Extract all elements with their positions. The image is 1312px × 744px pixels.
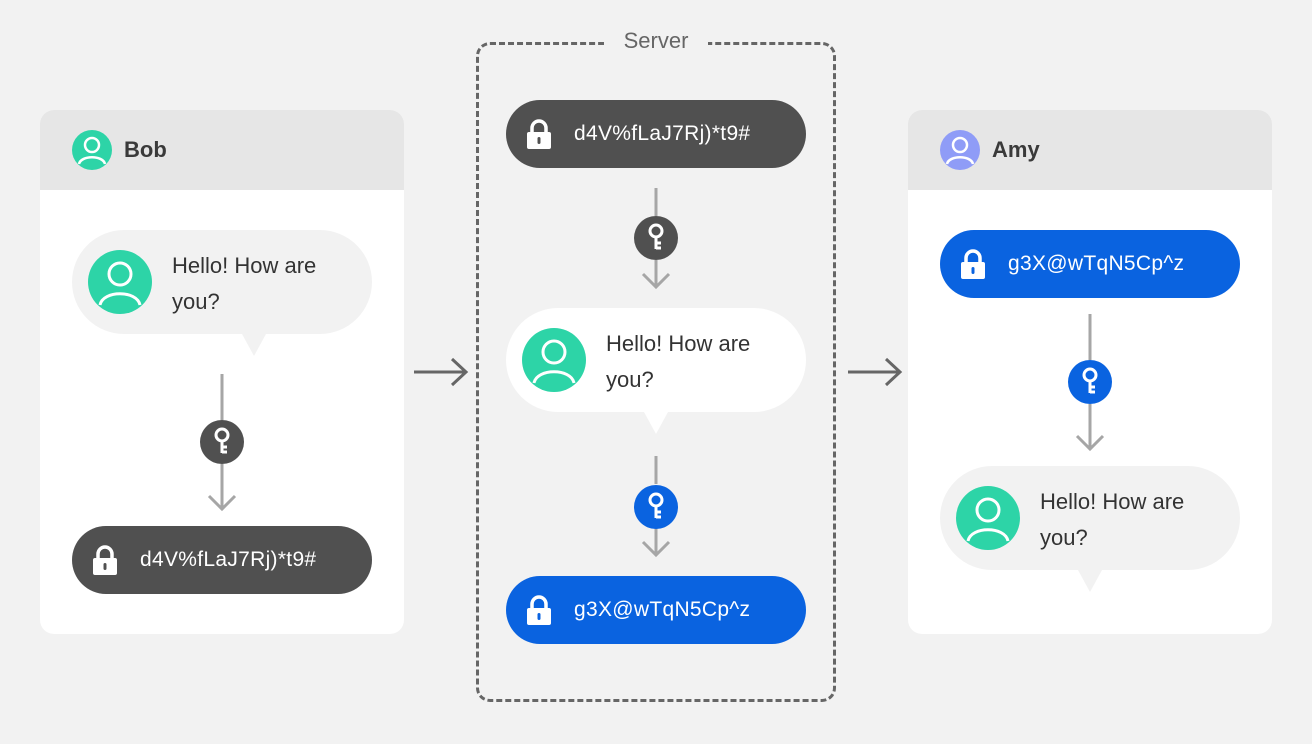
server-encrypted-in-text: d4V%fLaJ7Rj)*t9# [574,122,751,145]
user-icon [88,250,152,314]
arrow-right-icon [414,357,469,387]
user-icon [72,130,112,170]
server-encrypted-out-text: g3X@wTqN5Cp^z [574,598,751,621]
amy-encrypted-pill: g3X@wTqN5Cp^z [940,230,1240,298]
server-encrypted-in-pill: d4V%fLaJ7Rj)*t9# [506,100,806,168]
bob-panel-header: Bob [40,110,404,190]
bubble-tail [644,412,668,434]
bob-connector [207,374,237,512]
bob-encrypted-pill: d4V%fLaJ7Rj)*t9# [72,526,372,594]
key-icon [634,485,678,529]
bob-message-bubble: Hello! How are you? [72,230,372,356]
amy-name: Amy [992,137,1040,162]
server-encrypted-out-pill: g3X@wTqN5Cp^z [506,576,806,644]
bubble-tail [1078,570,1102,592]
server-message-bubble: Hello! How are you? [506,308,806,434]
amy-message-bubble: Hello! How are you? [940,466,1240,592]
key-icon [634,216,678,260]
server-label: Server [604,26,708,56]
amy-message-text: Hello! How are you? [1040,489,1185,550]
amy-encrypted-text: g3X@wTqN5Cp^z [1008,252,1185,275]
key-icon [200,420,244,464]
server-decrypt-connector [641,188,671,290]
lock-icon [93,545,117,575]
user-icon [522,328,586,392]
server-message-text: Hello! How are you? [606,331,751,392]
key-icon [1068,360,1112,404]
amy-connector [1075,314,1105,452]
lock-icon [961,249,985,279]
server-encrypt-connector [641,456,671,558]
bob-encrypted-text: d4V%fLaJ7Rj)*t9# [140,548,317,571]
lock-icon [527,595,551,625]
lock-icon [527,119,551,149]
user-icon [940,130,980,170]
bob-name: Bob [124,137,167,162]
amy-panel-header: Amy [908,110,1272,190]
bubble-tail [242,334,266,356]
bob-message-text: Hello! How are you? [172,253,317,314]
arrow-right-icon [848,357,903,387]
bob-panel: Bob Hello! How are you? d4V%fLaJ7Rj)*t9# [40,110,404,634]
user-icon [956,486,1020,550]
